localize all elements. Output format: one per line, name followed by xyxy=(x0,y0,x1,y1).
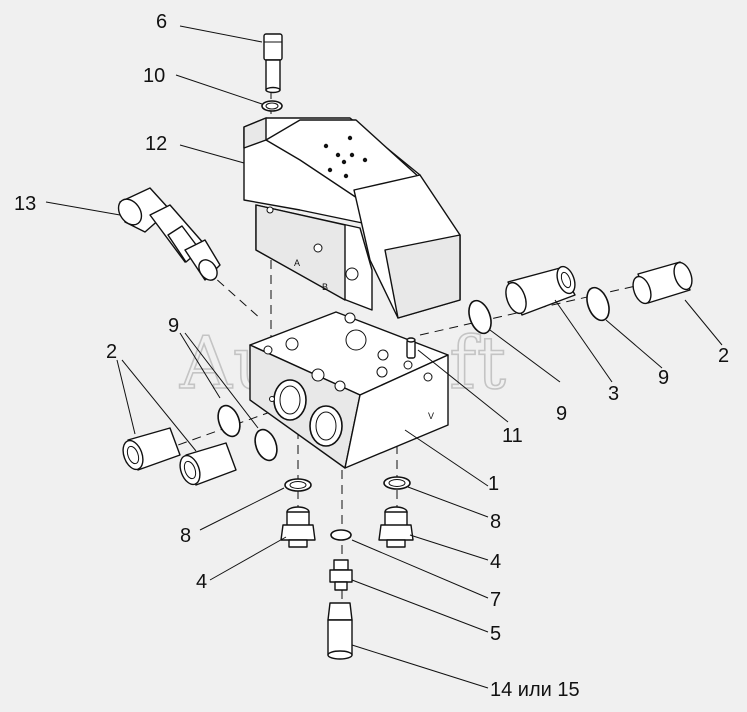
part-4-fitting-left xyxy=(280,506,316,548)
port-b-mark: B xyxy=(322,282,328,292)
part-8-seal-right xyxy=(383,476,411,490)
callout-1: 1 xyxy=(488,473,499,495)
callout-9-mid: 9 xyxy=(556,403,567,425)
callout-8-right: 8 xyxy=(490,511,501,533)
part-2-fitting-right xyxy=(632,261,693,305)
part-7-seal xyxy=(330,529,352,541)
part-2-fitting-left-a xyxy=(122,427,181,471)
part-2-fitting-left-b xyxy=(179,442,237,486)
callout-9-right: 9 xyxy=(658,367,669,389)
callout-9-left: 9 xyxy=(168,315,179,337)
callout-13: 13 xyxy=(14,193,36,215)
callout-12: 12 xyxy=(145,133,167,155)
port-a-mark: A xyxy=(294,258,300,268)
callout-2-right: 2 xyxy=(718,345,729,367)
port-v-mark: V xyxy=(428,411,434,421)
part-14-15-cap xyxy=(327,602,353,660)
part-12-solenoid-valve: A B xyxy=(243,117,461,319)
part-13-connector xyxy=(117,187,221,281)
callout-10: 10 xyxy=(143,65,165,87)
part-9-seal-right-b xyxy=(586,286,610,322)
part-6-screw xyxy=(263,33,283,94)
callout-labels: 6 10 12 13 9 2 2 9 3 9 11 1 8 8 4 4 7 5 … xyxy=(14,11,729,701)
part-1-manifold-block: V xyxy=(249,311,449,469)
part-11-pin xyxy=(406,337,416,359)
part-5-fitting xyxy=(329,559,353,591)
callout-7: 7 xyxy=(490,589,501,611)
callout-4-right: 4 xyxy=(490,551,501,573)
part-4-fitting-right xyxy=(378,506,414,548)
part-10-washer xyxy=(261,100,283,112)
callout-6: 6 xyxy=(156,11,167,33)
part-9-seal-left-a xyxy=(217,404,241,438)
callout-5: 5 xyxy=(490,623,501,645)
callout-11: 11 xyxy=(502,425,523,447)
callout-4-left: 4 xyxy=(196,571,207,593)
leader-lines xyxy=(45,25,723,689)
callout-8-left: 8 xyxy=(180,525,191,547)
callout-14-15: 14 или 15 xyxy=(490,679,580,701)
part-8-seal-left xyxy=(284,478,312,492)
part-3-adapter xyxy=(505,265,576,316)
callout-2-left: 2 xyxy=(106,341,117,363)
part-9-seal-left-b xyxy=(254,428,278,462)
callout-3: 3 xyxy=(608,383,619,405)
part-9-seal-right-a xyxy=(468,299,492,335)
